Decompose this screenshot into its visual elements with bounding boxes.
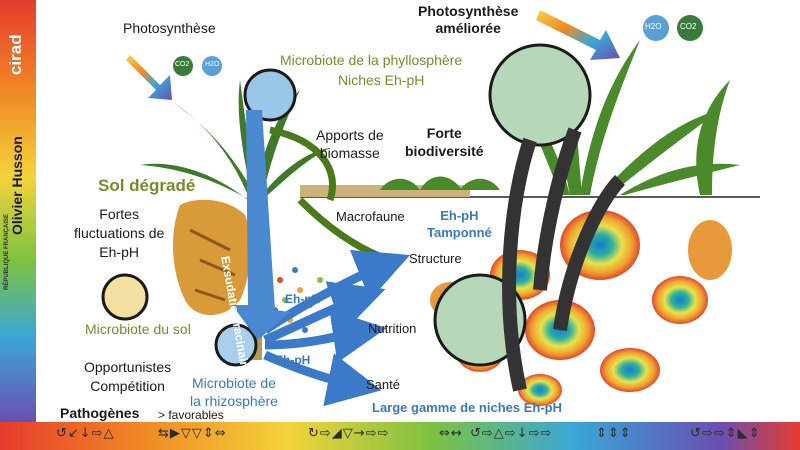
- nutrient-arrows: [265, 265, 385, 385]
- label-favorables: > favorables: [158, 408, 224, 422]
- label-structure: Structure: [409, 251, 462, 266]
- toolbar-group-6[interactable]: ⇕⇕⇕: [596, 426, 632, 441]
- label-h2o-left: H2O: [205, 61, 219, 68]
- author-name: Olivier Husson: [9, 203, 25, 235]
- toolbar-group-5[interactable]: ↺⇨△⇨↓⇨⇨: [470, 426, 552, 441]
- label-opportunistes: Opportunistes Compétition: [84, 358, 171, 396]
- label-microbiote-sol: Microbiote du sol: [85, 321, 191, 337]
- label-co2-left: CO2: [175, 61, 189, 68]
- toolbar-group-4[interactable]: ⇔↔: [439, 426, 463, 441]
- label-sol-degrade: Sol dégradé: [98, 176, 195, 196]
- toolbar-group-7[interactable]: ↺⇨⇨⇕◣⇕: [690, 426, 760, 441]
- label-fortes-fluctuations: Fortes fluctuations de Eh-pH: [74, 205, 164, 262]
- label-photosynthese-amelioree: Photosynthèse améliorée: [418, 3, 518, 37]
- label-h2o-right: H2O: [645, 22, 661, 31]
- label-forte-biodiversite: Forte biodiversité: [405, 124, 484, 160]
- label-microbiote-rhizosphere: Microbiote de la rhizosphère: [190, 374, 278, 410]
- label-eh-ph-tamponne: Eh-pH Tamponné: [427, 207, 492, 241]
- photosynthesis-arrow-left: [126, 55, 172, 100]
- label-photosynthese: Photosynthèse: [123, 20, 216, 36]
- toolbar-group-1[interactable]: ↺↙↓⇨△: [56, 426, 115, 441]
- label-co2-right: CO2: [680, 22, 696, 31]
- label-large-gamme: Large gamme de niches Eh-pH: [372, 400, 562, 415]
- label-eh-ph-1: Eh-pH: [285, 292, 320, 306]
- label-niches-eh-ph: Niches Eh-pH: [338, 72, 424, 88]
- republique-logo: RÉPUBLIQUE FRANÇAISE: [4, 214, 11, 290]
- toolbar-group-3[interactable]: ↻⇨◢▽→⇨⇨: [308, 426, 389, 441]
- bottom-toolbar: [0, 422, 800, 450]
- label-macrofaune: Macrofaune: [336, 209, 405, 224]
- label-microbiote-phyllosphere: Microbiote de la phyllosphère: [280, 52, 462, 68]
- label-apports-biomasse: Apports de biomasse: [316, 126, 384, 162]
- label-eh-ph-2: Eh-pH: [275, 353, 310, 367]
- label-sante: Santé: [366, 377, 400, 392]
- cirad-logo: cirad: [6, 34, 26, 75]
- label-pathogenes: Pathogènes: [60, 405, 139, 421]
- toolbar-group-2[interactable]: ⇆▶▽▽⇕⇔: [158, 426, 227, 441]
- label-nutrition: Nutrition: [368, 321, 416, 336]
